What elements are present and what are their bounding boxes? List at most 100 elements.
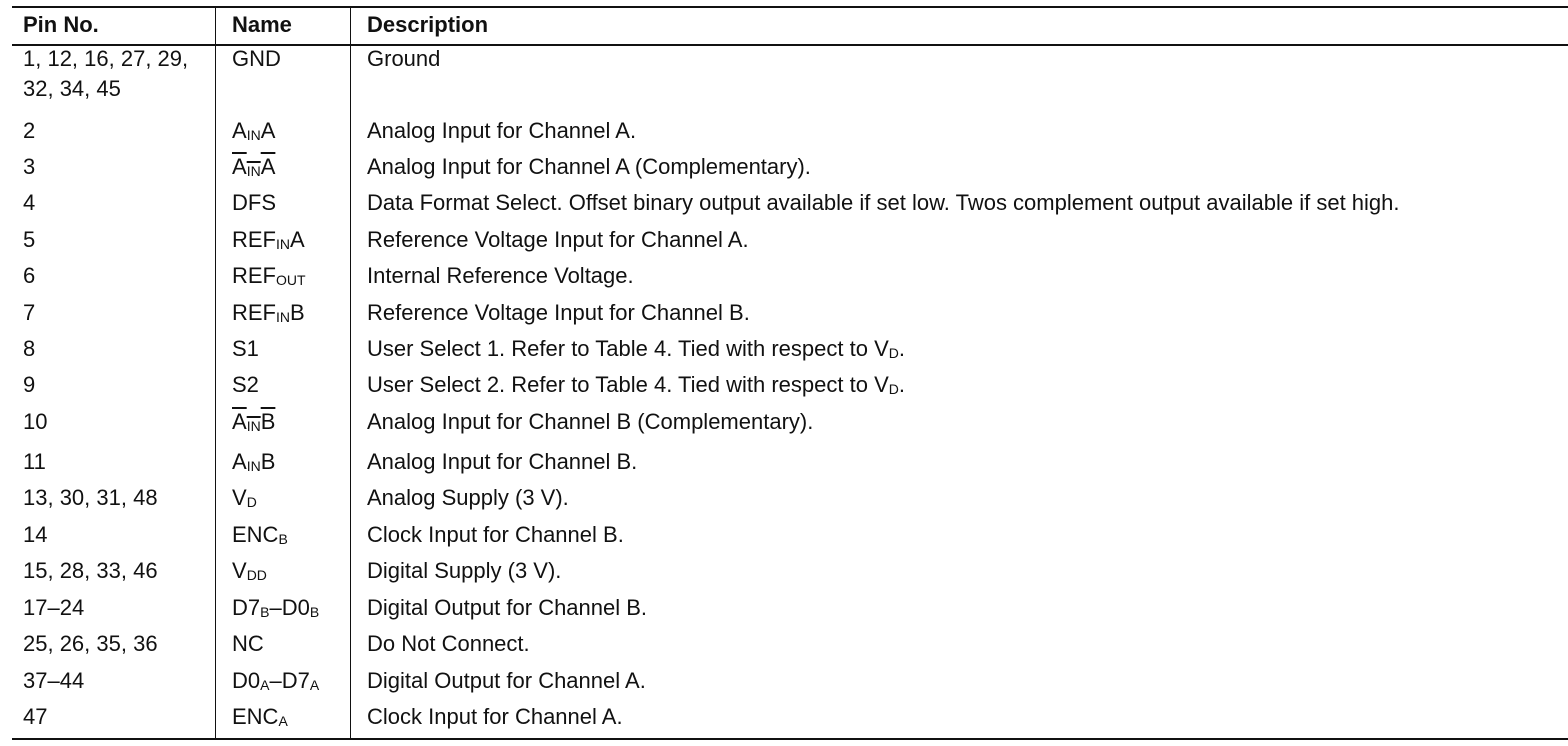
pin-description-cell: User Select 2. Refer to Table 4. Tied wi… — [367, 370, 1567, 402]
pin-description-tail: . — [898, 336, 905, 361]
pin-description-cell: Reference Voltage Input for Channel A. — [367, 225, 1567, 255]
pin-description: Clock Input for Channel A. — [367, 704, 623, 729]
pin-name: AINB — [232, 449, 275, 474]
pin-description: Reference Voltage Input for Channel A. — [367, 227, 749, 252]
pin-name-main: DFS — [232, 190, 276, 215]
pin-name: D0A–D7A — [232, 668, 319, 693]
pin-name-main: NC — [232, 631, 264, 656]
pin-name-subscript: OUT — [276, 272, 306, 288]
pin-description-cell: Clock Input for Channel B. — [367, 520, 1567, 550]
pin-name: GND — [232, 46, 281, 71]
pin-name-cell: S1 — [232, 334, 347, 364]
pin-name-main: GND — [232, 46, 281, 71]
pin-description-cell: Analog Input for Channel B (Complementar… — [367, 407, 1567, 437]
pin-name-subscript: B — [260, 604, 270, 620]
pin-name-cell: AINA — [232, 152, 347, 184]
pin-description-cell: Reference Voltage Input for Channel B. — [367, 298, 1567, 328]
pin-name-main: D0 — [232, 668, 261, 693]
pin-description-tail: . — [898, 372, 905, 397]
pin-description-cell: Clock Input for Channel A. — [367, 702, 1567, 732]
pin-description: User Select 2. Refer to Table 4. Tied wi… — [367, 372, 889, 397]
pin-name-cell: REFOUT — [232, 261, 347, 293]
pin-description: Clock Input for Channel B. — [367, 522, 624, 547]
pin-name-cell: NC — [232, 629, 347, 659]
pin-name-cell: AINA — [232, 116, 347, 148]
table-header-rule — [12, 44, 1568, 46]
pin-description-subscript: D — [888, 345, 899, 361]
pin-description-cell: Analog Input for Channel B. — [367, 447, 1567, 477]
pin-name: NC — [232, 631, 264, 656]
pin-name-main: A — [232, 154, 247, 179]
pin-name-subscript: IN — [276, 236, 290, 252]
pin-description-cell: Do Not Connect. — [367, 629, 1567, 659]
pin-number-cell: 2 — [23, 118, 36, 143]
pin-description-cell: User Select 1. Refer to Table 4. Tied wi… — [367, 334, 1567, 366]
pin-name-main: ENC — [232, 704, 279, 729]
pin-name: VD — [232, 485, 257, 510]
pin-name-subscript: D — [246, 494, 257, 510]
pin-description: Digital Output for Channel A. — [367, 668, 646, 693]
header-pin-no: Pin No. — [23, 12, 99, 37]
header-name: Name — [232, 12, 292, 37]
pin-name-subscript: DD — [246, 567, 267, 583]
pin-number-cell: 10 — [23, 409, 48, 434]
pin-number-cell: 15, 28, 33, 46 — [23, 558, 158, 583]
pin-number-cell: 3 — [23, 154, 36, 179]
pin-name: VDD — [232, 558, 267, 583]
pin-description: Do Not Connect. — [367, 631, 530, 656]
pin-name-cell: ENCB — [232, 520, 347, 552]
pin-description-cell: Digital Output for Channel A. — [367, 666, 1567, 696]
pin-name-suffix: A — [260, 154, 276, 179]
pin-description-cell: Data Format Select. Offset binary output… — [367, 188, 1567, 218]
pin-name-main: V — [232, 558, 247, 583]
pin-name-suffix: B — [290, 300, 305, 325]
pin-name: S1 — [232, 336, 259, 361]
pin-name-cell: AINB — [232, 447, 347, 479]
pin-description-subscript: D — [888, 381, 899, 397]
pin-name: ENCA — [232, 704, 288, 729]
pin-name-main: REF — [232, 227, 276, 252]
pin-description: Analog Input for Channel A (Complementar… — [367, 154, 811, 179]
pin-name: S2 — [232, 372, 259, 397]
pin-name-cell: REFINA — [232, 225, 347, 257]
pin-description: Analog Input for Channel B. — [367, 449, 638, 474]
pin-name-cell: GND — [232, 44, 347, 74]
pin-name-suffix: –D7 — [269, 668, 310, 693]
pin-number-cell: 4 — [23, 190, 36, 215]
pin-name-suffix: A — [260, 118, 276, 143]
pin-name: AINA — [232, 118, 275, 143]
pin-name-suffix: –D0 — [269, 595, 310, 620]
pin-name: D7B–D0B — [232, 595, 319, 620]
pin-name-cell: VD — [232, 483, 347, 515]
table-top-rule — [12, 6, 1568, 8]
pin-name-main: S1 — [232, 336, 259, 361]
pin-name-cell: AINB — [232, 407, 347, 439]
pin-name-main: REF — [232, 300, 276, 325]
pin-name-suffix: B — [260, 449, 276, 474]
pin-description: Analog Input for Channel B (Complementar… — [367, 409, 814, 434]
header-description: Description — [367, 12, 489, 37]
pin-description: Analog Input for Channel A. — [367, 118, 637, 143]
pin-description-cell: Analog Input for Channel A. — [367, 116, 1567, 146]
pin-description: Ground — [367, 46, 441, 71]
pin-name-main: D7 — [232, 595, 261, 620]
pin-number-cell: 7 — [23, 300, 36, 325]
pin-name: AINA — [232, 154, 275, 179]
pin-name-subscript: IN — [276, 309, 290, 325]
pin-description: Data Format Select. Offset binary output… — [367, 190, 1400, 215]
pin-description-cell: Ground — [367, 44, 1567, 74]
pin-description-cell: Analog Input for Channel A (Complementar… — [367, 152, 1567, 182]
pin-description: Digital Supply (3 V). — [367, 558, 562, 583]
pin-description: Reference Voltage Input for Channel B. — [367, 300, 750, 325]
pin-number-cell: 47 — [23, 704, 48, 729]
pin-name-suffix: A — [290, 227, 305, 252]
pin-number-cell: 13, 30, 31, 48 — [23, 485, 158, 510]
pin-name-main: A — [232, 118, 247, 143]
pin-name-main: V — [232, 485, 247, 510]
pin-name-main: REF — [232, 263, 276, 288]
pin-name-subscript: IN — [246, 418, 261, 434]
pin-name-subscript: A — [278, 713, 288, 729]
pin-name-subscript-2: B — [309, 604, 320, 620]
pin-name-main: A — [232, 449, 247, 474]
pin-name-subscript: A — [260, 677, 270, 693]
